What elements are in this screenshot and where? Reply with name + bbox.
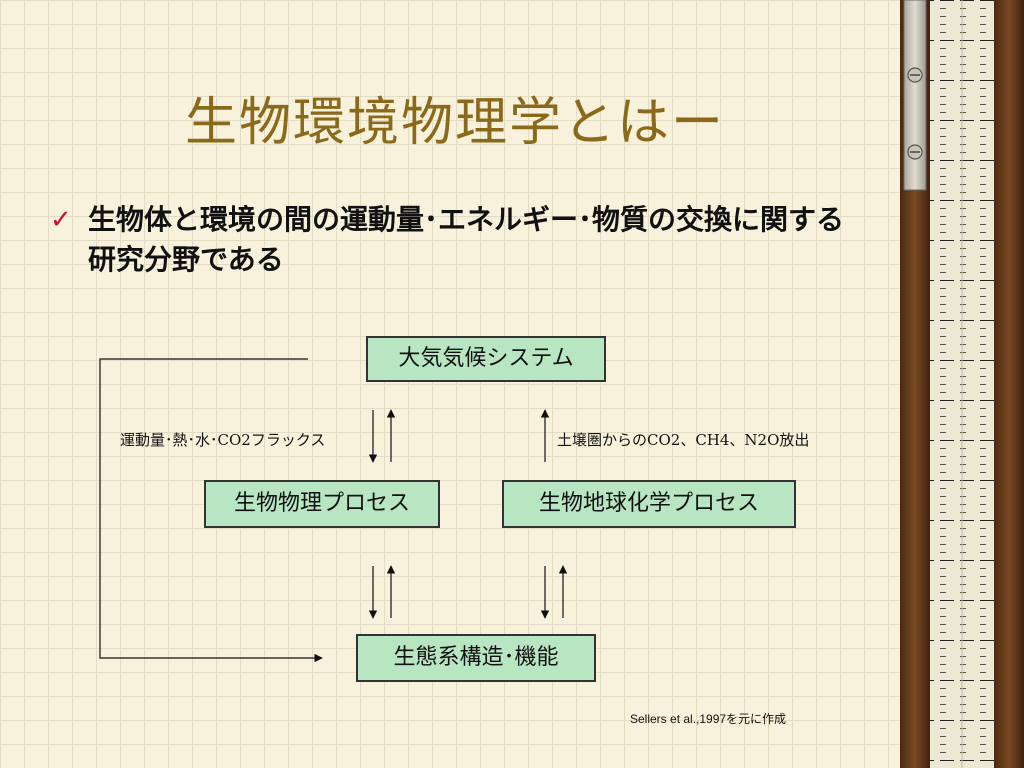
node-atmosphere-climate-system: 大気気候システム [366,336,606,382]
node-biogeochemical-process: 生物地球化学プロセス [502,480,796,528]
flux-label: 運動量･熱･水･CO2フラックス [120,431,326,449]
source-credit: Sellers et al.,1997を元に作成 [630,712,787,726]
checkmark-icon: ✓ [50,205,72,235]
emission-label: 土壌圏からのCO2、CH4、N2O放出 [557,431,810,449]
slide-title: 生物環境物理学とはー [184,93,725,153]
node-ecosystem-structure-function: 生態系構造･機能 [356,634,596,682]
feedback-loop-line [99,358,323,663]
bullet-text: 生物体と環境の間の運動量･エネルギー･物質の交換に関する研究分野である [88,203,845,276]
decorative-ruler [900,0,1024,768]
node-biophysical-process: 生物物理プロセス [204,480,440,528]
